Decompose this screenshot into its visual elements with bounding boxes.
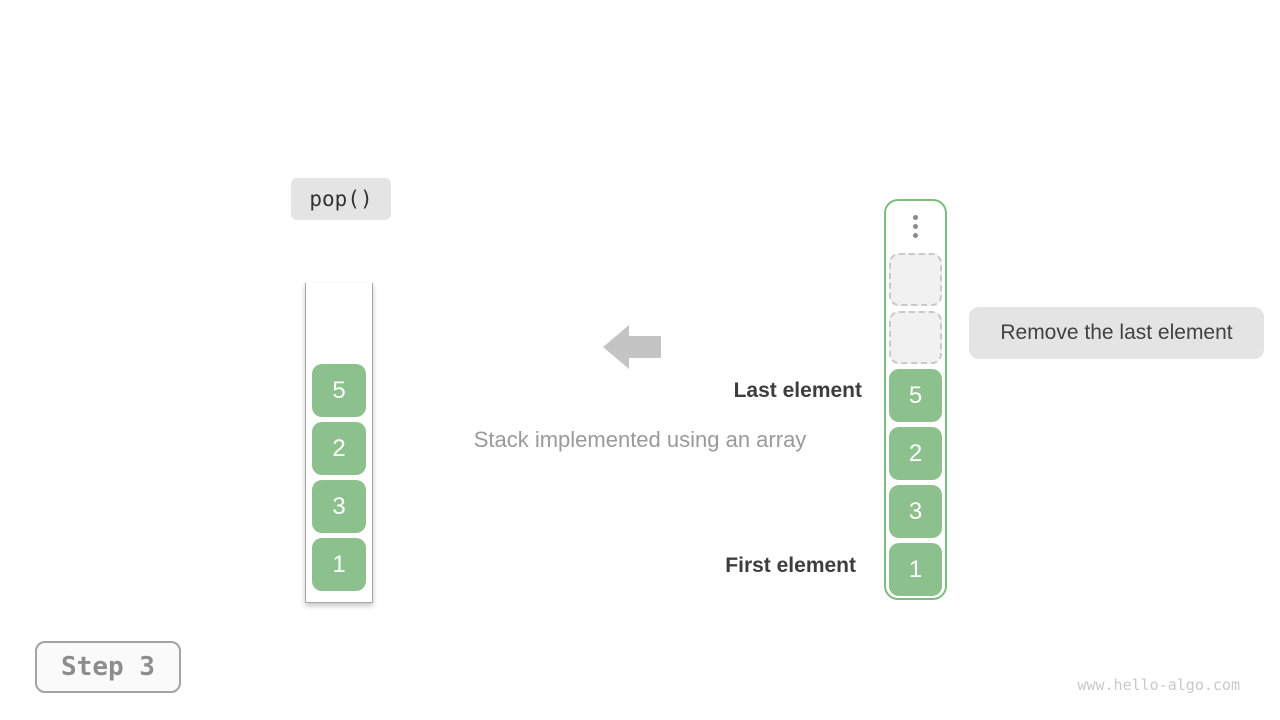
step-badge: Step 3	[35, 641, 181, 693]
dot	[913, 215, 918, 220]
stack-cell: 2	[312, 422, 366, 475]
empty-array-slot	[889, 253, 942, 306]
stack-cell: 3	[312, 480, 366, 533]
stack-container: 5 2 3 1	[305, 283, 373, 603]
stack-cell: 1	[312, 538, 366, 591]
watermark: www.hello-algo.com	[1077, 676, 1240, 694]
remove-hint-label: Remove the last element	[969, 307, 1264, 359]
stack-cell: 5	[312, 364, 366, 417]
ellipsis-icon	[913, 210, 918, 243]
arrow-left-icon	[603, 325, 661, 369]
array-cell: 1	[889, 543, 942, 596]
empty-array-slot	[889, 311, 942, 364]
array-container: 5 2 3 1	[884, 199, 947, 600]
array-cell: 5	[889, 369, 942, 422]
dot	[913, 233, 918, 238]
array-cell: 2	[889, 427, 942, 480]
pop-operation-label: pop()	[291, 178, 391, 220]
first-element-label: First element	[725, 554, 856, 577]
array-cell: 3	[889, 485, 942, 538]
dot	[913, 224, 918, 229]
diagram-caption: Stack implemented using an array	[473, 427, 807, 452]
last-element-label: Last element	[733, 379, 862, 402]
